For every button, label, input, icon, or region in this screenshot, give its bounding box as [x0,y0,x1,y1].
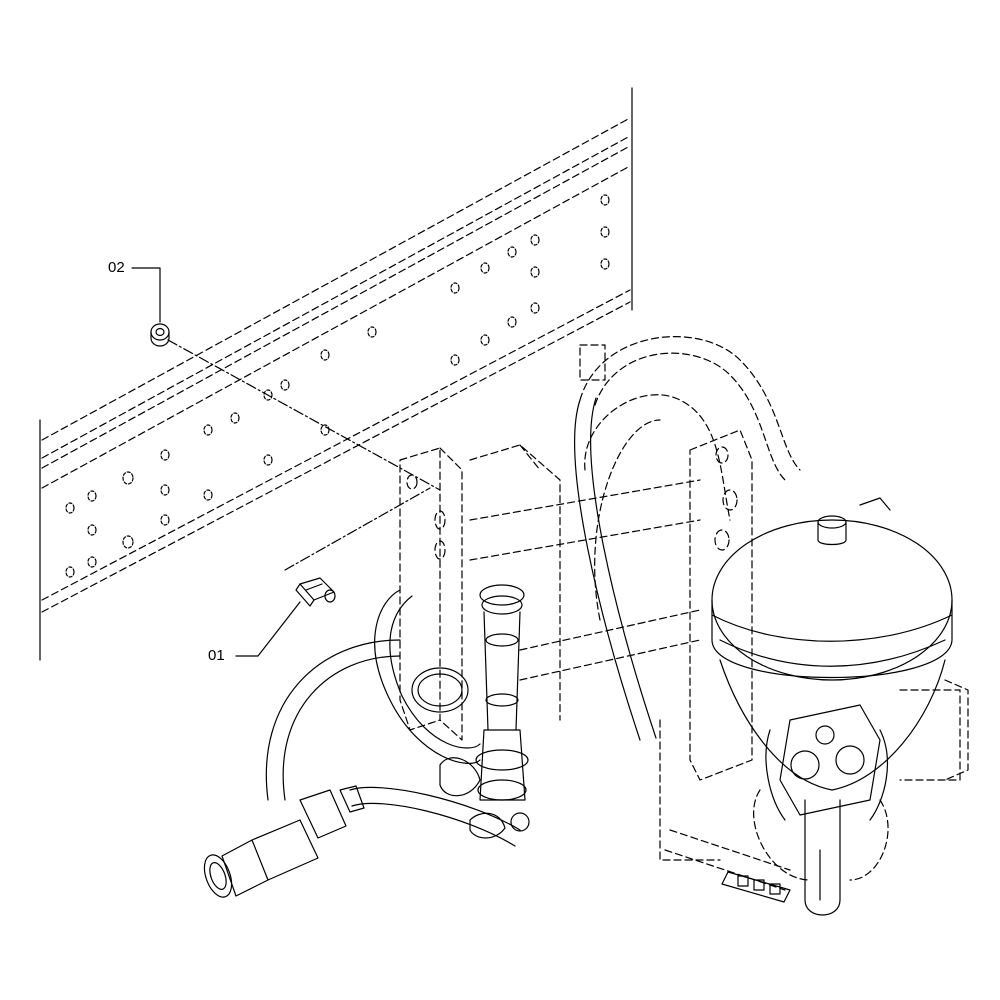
part-02-nut[interactable] [150,323,170,347]
lower-bracket [659,719,791,891]
hose-loop-upper [579,336,801,621]
callout-label-02: 02 [108,259,125,276]
crossmember [469,479,701,681]
hose-main [265,397,657,847]
pump-column [439,584,530,839]
callout-leader-02 [131,267,161,323]
lower-bracket-plate [721,871,791,903]
frame-rail-ends [39,87,633,661]
ring-clamp [411,667,469,713]
inlet-coupling [203,785,365,898]
tank-bracket [753,679,969,881]
part-01-bolt[interactable] [295,577,336,607]
callout-label-01: 01 [208,647,225,664]
tank-valve [765,704,888,916]
mounting-bracket-right [579,344,753,781]
mounting-bracket-left [399,444,561,741]
callout-leader-01 [235,601,301,657]
frame-rail [41,117,631,613]
frame-rail-holes [65,194,610,578]
tank [711,497,953,791]
assembly-axis-lines [167,339,441,571]
